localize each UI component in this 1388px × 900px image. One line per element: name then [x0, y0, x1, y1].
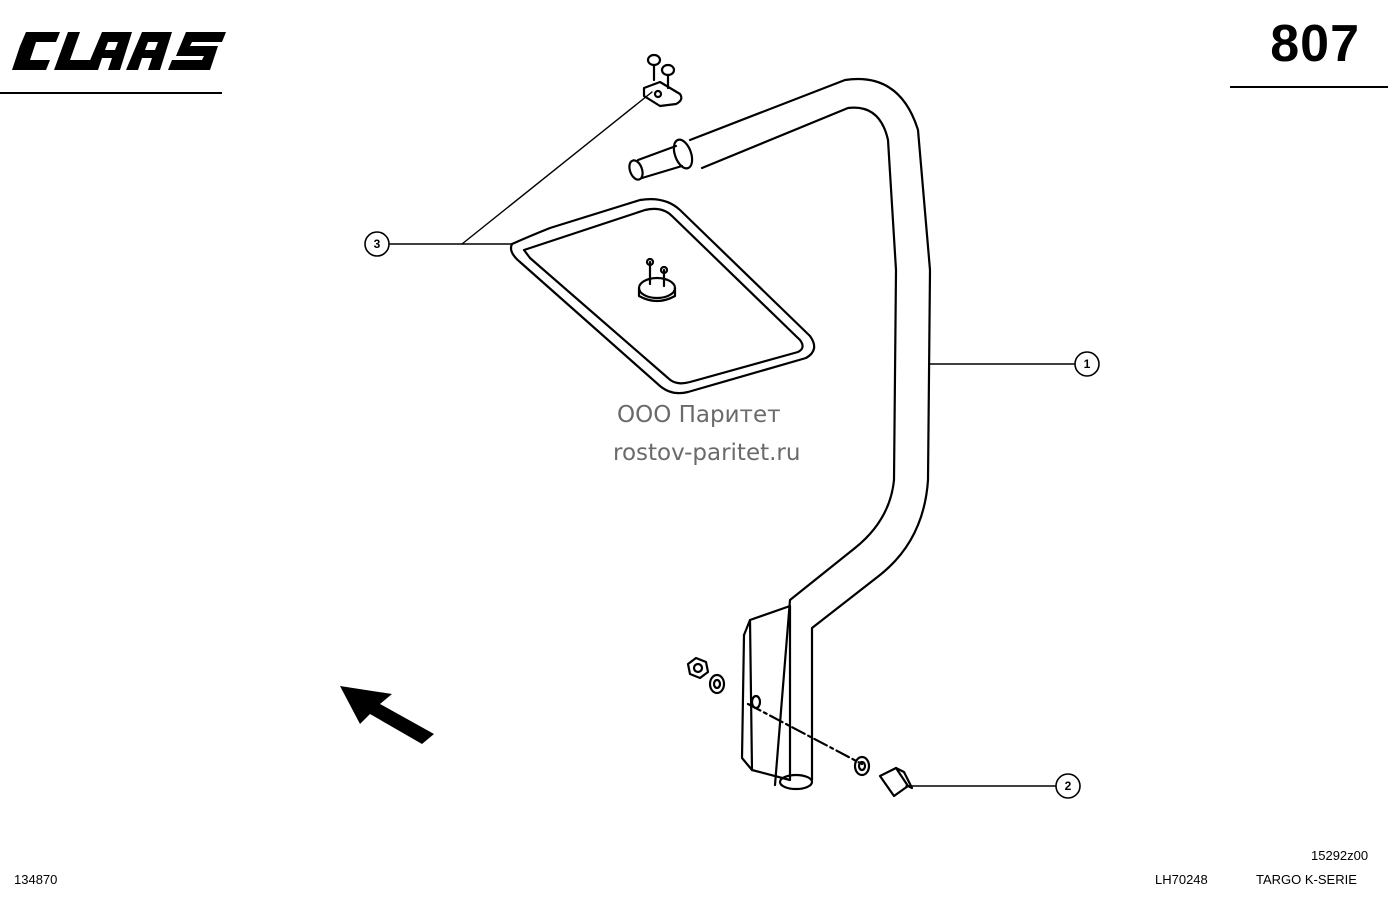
direction-arrow-icon [340, 686, 434, 744]
mirror-arm [628, 77, 932, 791]
header-rule-left [0, 92, 222, 94]
watermark-company: ООО Паритет [617, 402, 781, 428]
mirror-head [509, 198, 816, 395]
svg-text:2: 2 [1065, 779, 1072, 793]
mirror-clamp [642, 53, 683, 108]
watermark-url: rostov-paritet.ru [613, 440, 801, 466]
footer-model: TARGO K-SERIE [1256, 872, 1357, 887]
callout-1: 1 [1074, 351, 1100, 377]
header-rule-right [1230, 86, 1388, 88]
callout-2: 2 [1055, 773, 1081, 799]
callout-3: 3 [364, 231, 390, 257]
footer-reference: 15292z00 [1311, 848, 1369, 863]
footer-drawing-code: LH70248 [1155, 872, 1208, 887]
claas-logo [12, 32, 226, 70]
svg-text:1: 1 [1084, 357, 1091, 371]
svg-text:3: 3 [374, 237, 381, 251]
footer-left-code: 134870 [14, 872, 58, 887]
page-number: 807 [1270, 15, 1360, 73]
